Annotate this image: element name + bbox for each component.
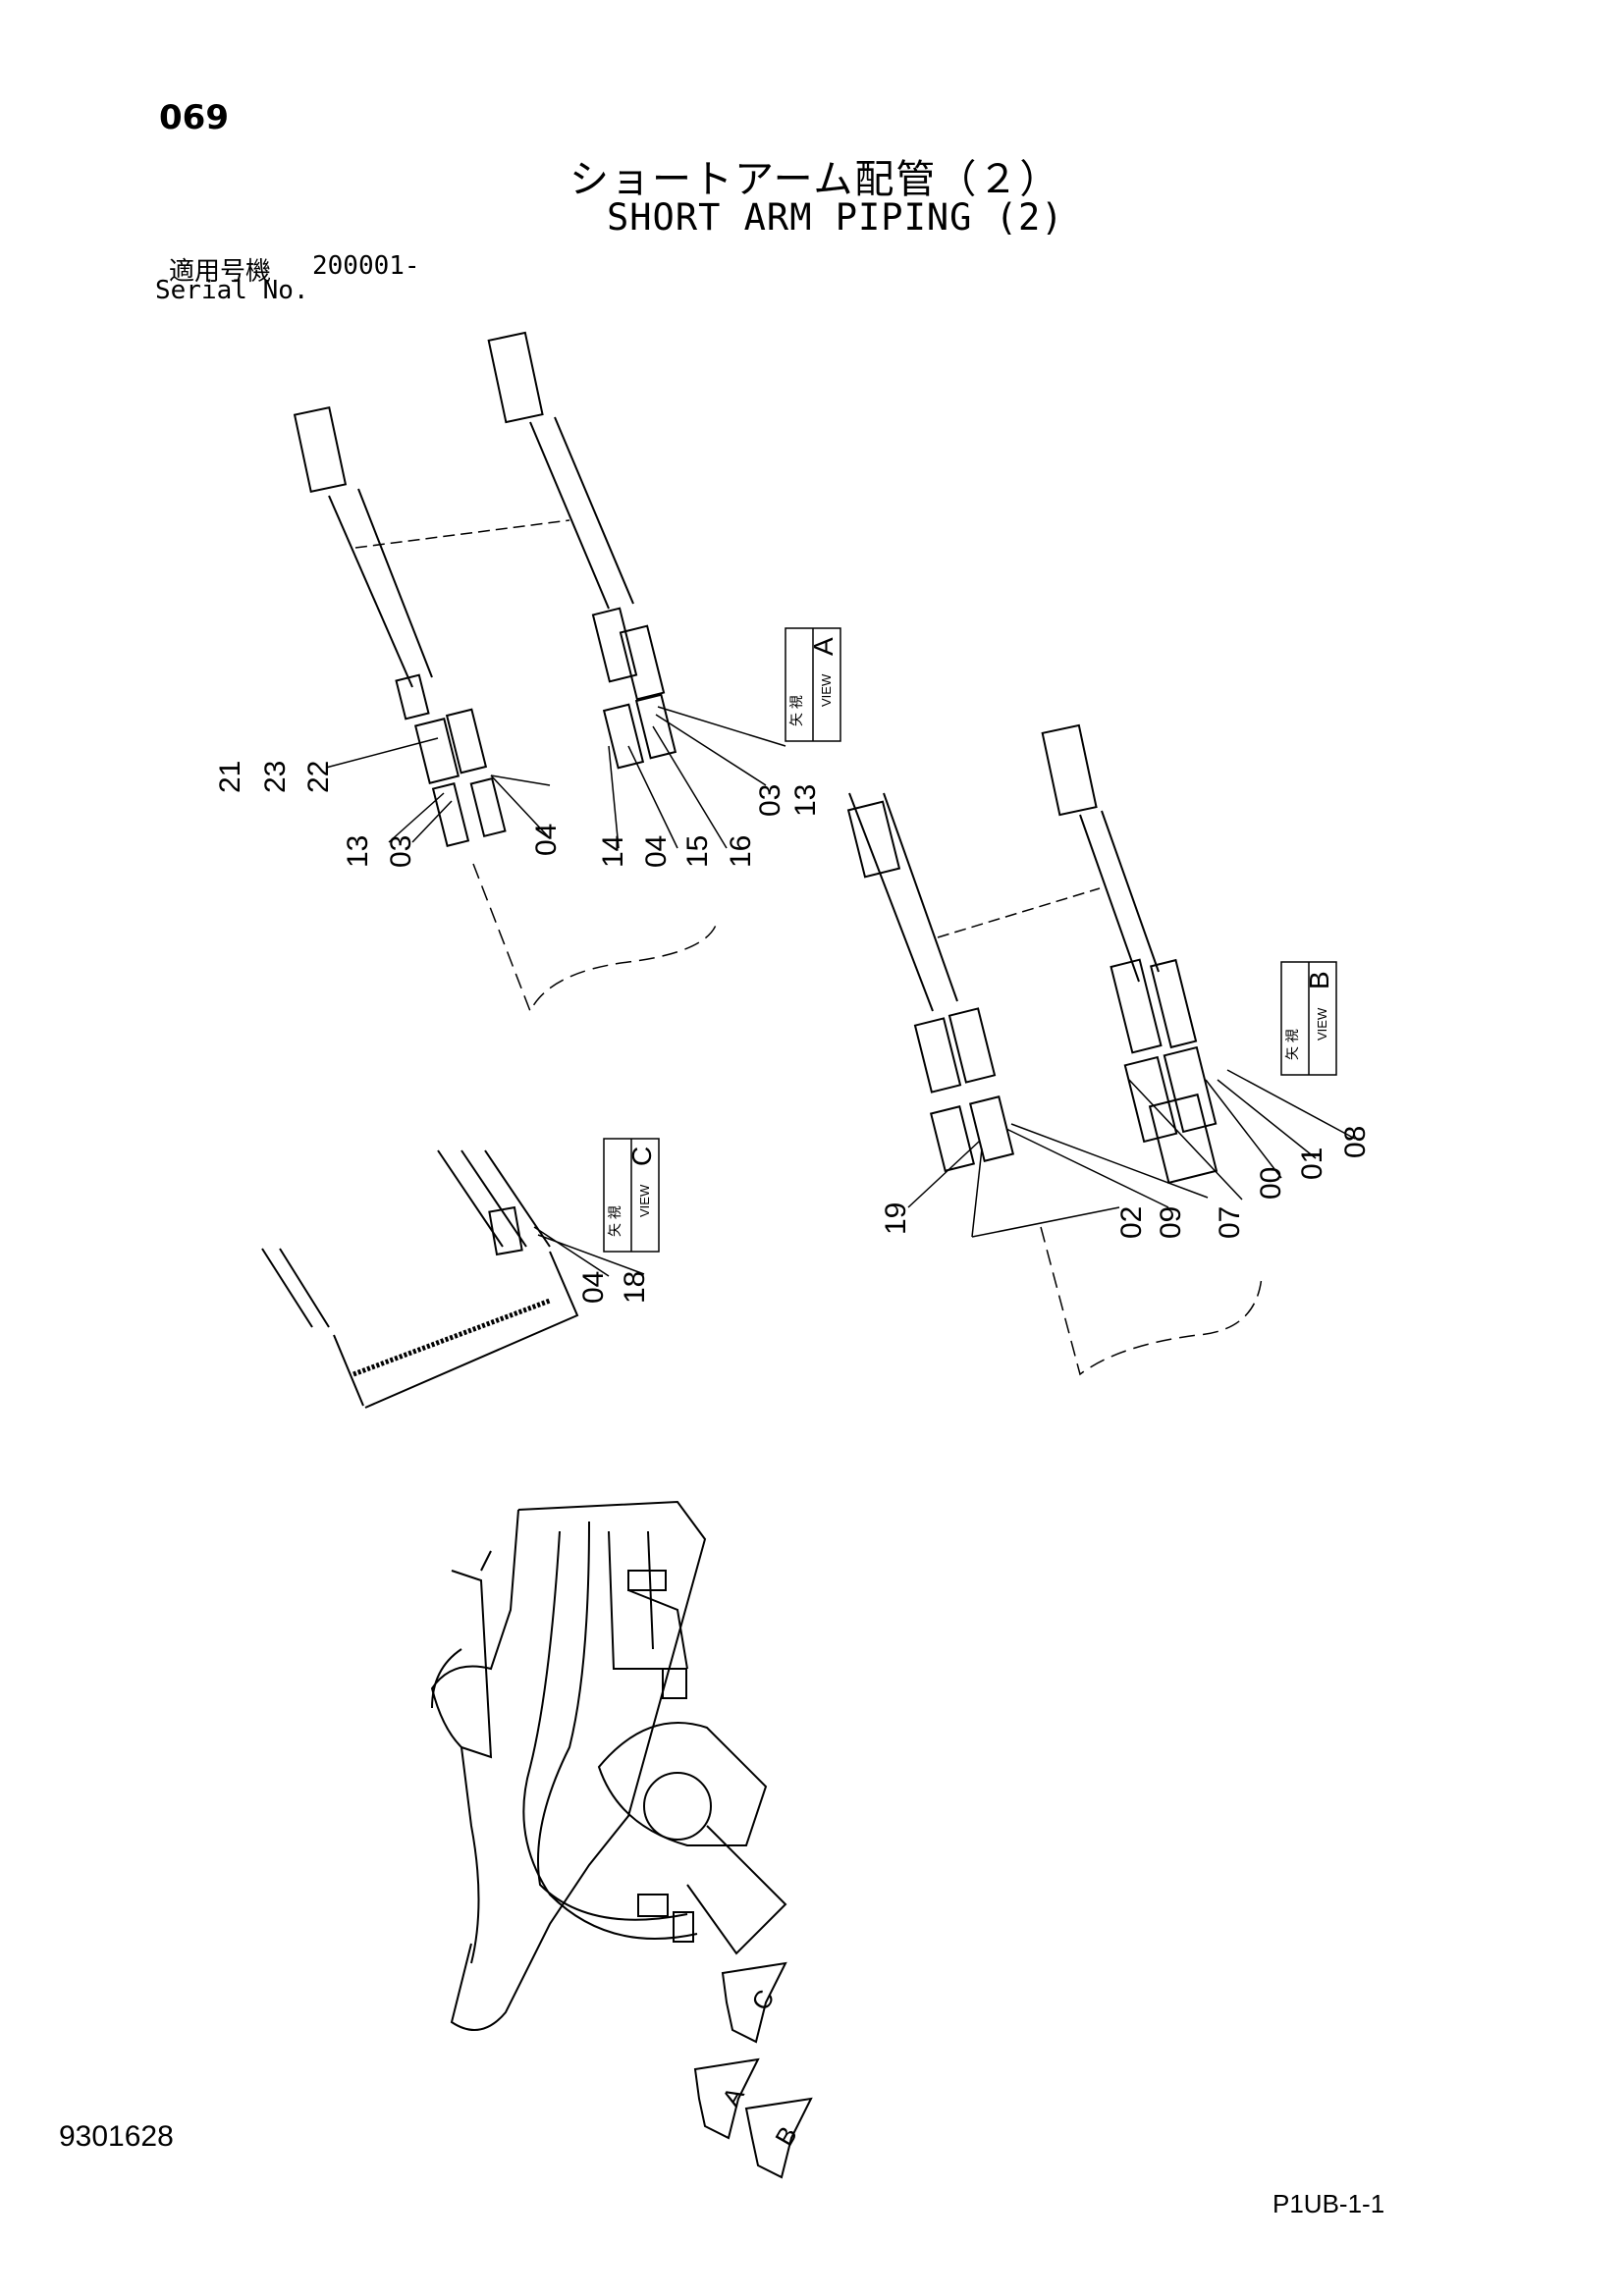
callout-b-00: 00: [1255, 1167, 1287, 1200]
view-c-label-en: VIEW: [637, 1184, 652, 1217]
view-a-detail: [293, 331, 786, 1013]
view-a-label-jp: 矢 視: [788, 695, 804, 726]
arm-overview: [430, 1500, 787, 2031]
callout-a-23: 23: [259, 761, 292, 793]
view-c-label-jp: 矢 視: [607, 1205, 623, 1237]
callout-b-02: 02: [1115, 1206, 1148, 1239]
view-b-label-jp: 矢 視: [1284, 1029, 1300, 1060]
callout-a-16: 16: [725, 835, 757, 868]
view-arrow-c: [721, 1961, 787, 2044]
serial-label-japanese: 適用号機: [169, 257, 272, 287]
serial-range: 200001-: [312, 251, 420, 281]
serial-label-english: Serial No.: [155, 276, 309, 305]
callout-b-07: 07: [1214, 1206, 1246, 1239]
view-b-detail: [846, 723, 1356, 1376]
callout-a-04: 04: [530, 824, 563, 856]
callout-b-09: 09: [1155, 1206, 1187, 1239]
arrow-letter-c: C: [745, 1985, 780, 2015]
view-a-label-en: VIEW: [819, 673, 834, 707]
page-title-japanese: ショートアーム配管（２）: [569, 157, 1061, 202]
callout-a-03: 03: [385, 835, 417, 868]
callout-a-03: 03: [754, 784, 786, 817]
callout-a-15: 15: [681, 835, 714, 868]
view-b-label-en: VIEW: [1315, 1007, 1329, 1041]
callout-c-04: 04: [577, 1271, 610, 1304]
callout-b-08: 08: [1339, 1126, 1372, 1158]
page-number: 069: [159, 98, 229, 137]
callout-b-19: 19: [880, 1202, 912, 1235]
view-arrow-b: [744, 2097, 813, 2179]
callout-c-18: 18: [619, 1271, 651, 1304]
callout-a-13: 13: [342, 835, 374, 868]
callout-a-21: 21: [214, 761, 246, 793]
view-a-letter: A: [808, 637, 839, 656]
callout-b-01: 01: [1296, 1148, 1328, 1180]
callout-a-13: 13: [789, 784, 822, 817]
view-arrow-a: [693, 2057, 760, 2140]
callout-a-22: 22: [302, 761, 335, 793]
view-c-detail: [261, 1149, 645, 1409]
page-code: P1UB-1-1: [1272, 2189, 1385, 2218]
callout-a-14: 14: [597, 835, 629, 868]
view-arrows: [693, 1961, 813, 2179]
view-b-letter: B: [1304, 971, 1334, 989]
page-title-english: SHORT ARM PIPING (2): [607, 196, 1064, 239]
callout-a-04: 04: [640, 835, 673, 868]
view-c-letter: C: [626, 1147, 657, 1166]
drawing-number: 9301628: [59, 2120, 174, 2153]
